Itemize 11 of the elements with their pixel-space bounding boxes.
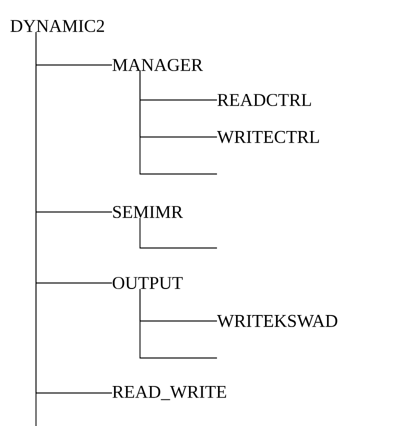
branch-line [140,70,218,174]
module-name: MANAGER [112,58,203,72]
module-name: DYNAMIC2 [10,20,104,32]
module-name: WRITECTRL [217,130,319,144]
module-name: SEMIMR [113,206,183,218]
module-name: WRITEKSWAD [217,314,338,328]
branch-line [140,288,218,358]
module-name: READ_WRITE [112,386,226,400]
branch-line [140,218,218,248]
module-name: OUTPUT [112,276,183,290]
module-name: READCTRL [218,94,311,106]
